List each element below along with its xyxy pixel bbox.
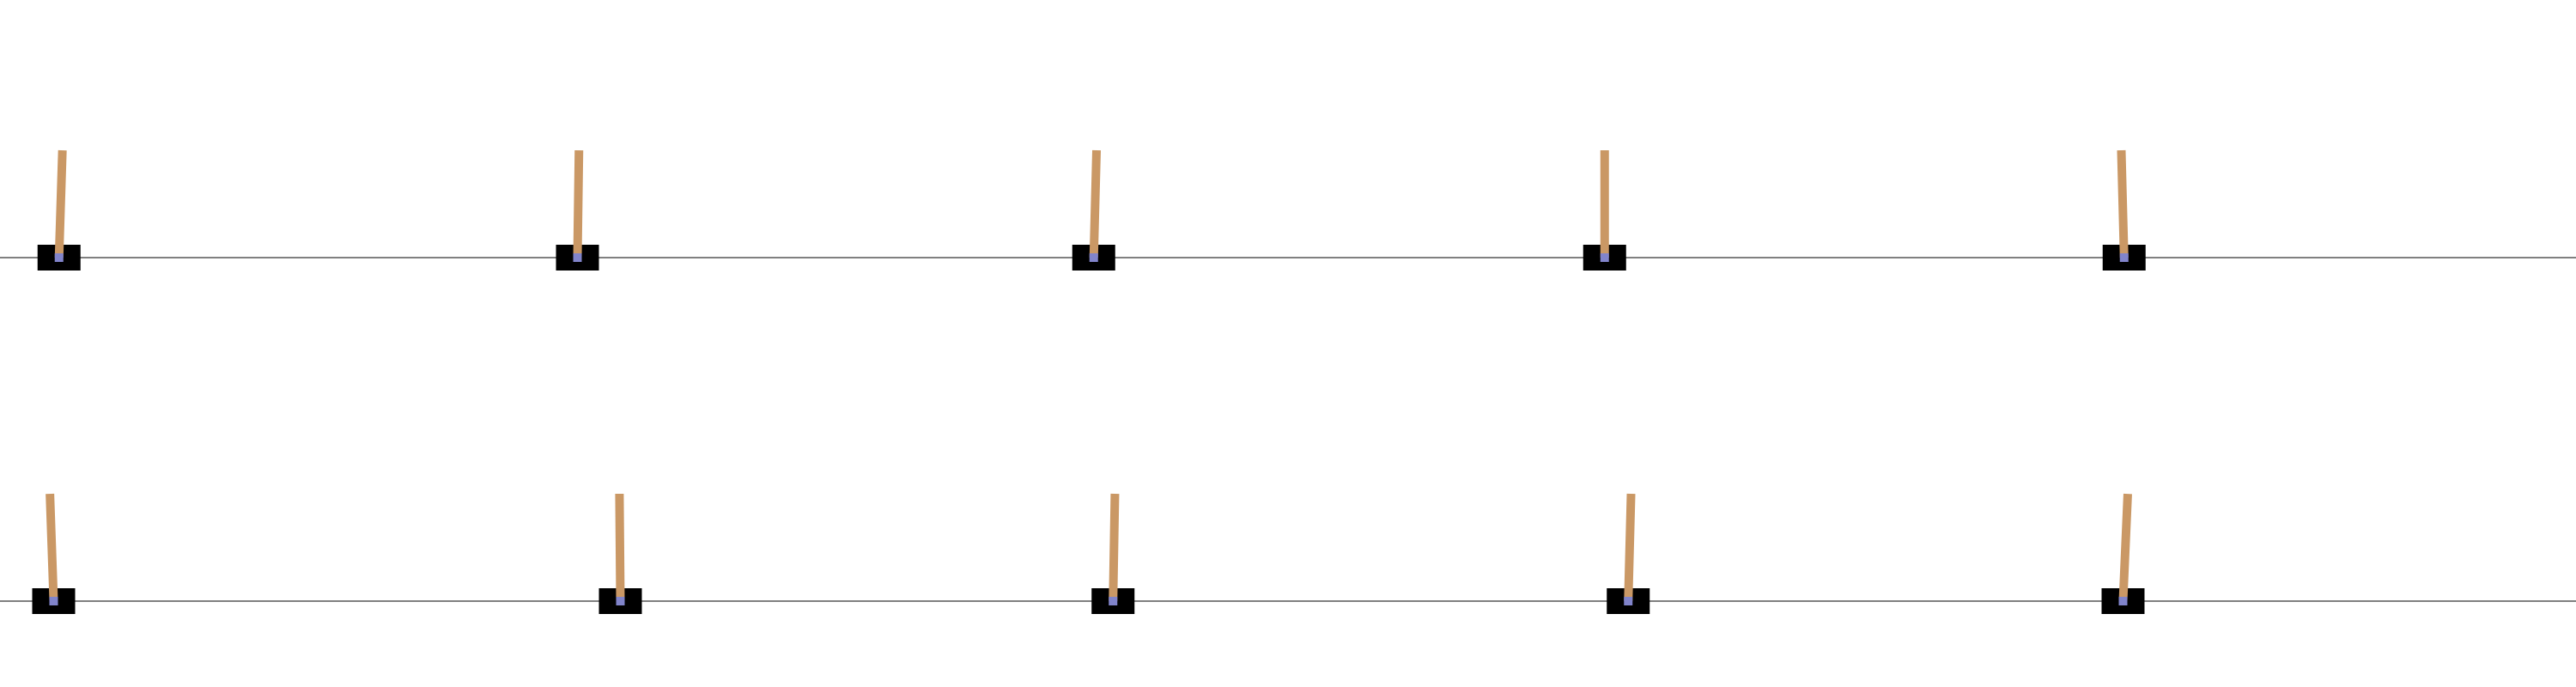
axle bbox=[2119, 253, 2129, 262]
axle bbox=[1624, 597, 1633, 605]
axle bbox=[1109, 597, 1118, 605]
pole bbox=[2117, 149, 2129, 258]
axle bbox=[2118, 597, 2128, 605]
pole bbox=[2118, 493, 2132, 602]
cartpole-env-1 bbox=[0, 149, 515, 271]
cartpole-env-4 bbox=[1546, 150, 2061, 271]
pole bbox=[1089, 149, 1102, 258]
cartpole-env-5 bbox=[2061, 149, 2576, 271]
environment-row-1-canvas bbox=[0, 149, 2576, 271]
pole bbox=[615, 493, 625, 602]
pole bbox=[1600, 150, 1609, 258]
axle bbox=[573, 253, 582, 262]
pole bbox=[54, 149, 67, 258]
axle bbox=[1600, 253, 1609, 262]
pole bbox=[1624, 493, 1636, 602]
axle bbox=[616, 597, 625, 605]
cartpole-env-8 bbox=[1030, 493, 1546, 614]
axle bbox=[1089, 253, 1098, 262]
environment-row-2-canvas bbox=[0, 493, 2576, 614]
cartpole-env-6 bbox=[0, 493, 515, 614]
pole bbox=[46, 493, 58, 602]
pole bbox=[1109, 493, 1120, 602]
axle bbox=[49, 597, 58, 605]
cartpole-env-3 bbox=[1030, 149, 1546, 271]
cartpole-env-2 bbox=[515, 149, 1030, 271]
environment-row-2 bbox=[0, 344, 2576, 687]
cartpole-env-7 bbox=[515, 493, 1030, 614]
cartpole-env-10 bbox=[2061, 493, 2576, 614]
pole bbox=[573, 149, 584, 258]
environment-row-1 bbox=[0, 149, 2576, 271]
axle bbox=[54, 253, 64, 262]
cartpole-env-9 bbox=[1546, 493, 2061, 614]
